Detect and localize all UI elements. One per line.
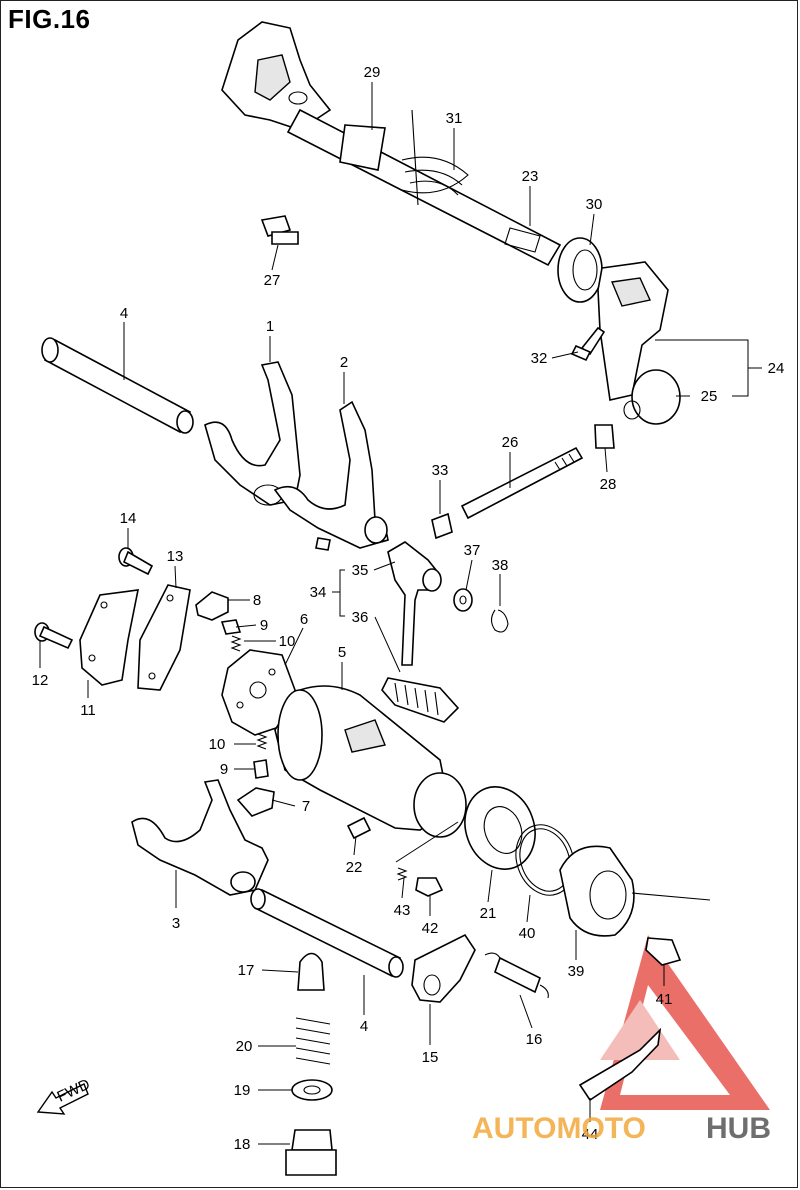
- stopper-8: [195, 591, 229, 621]
- cover-39: [559, 845, 711, 937]
- pin-9-upper: [220, 619, 242, 635]
- leader-lines: [39, 82, 762, 1145]
- plate-11: [79, 589, 140, 686]
- callout-17: 17: [238, 962, 255, 979]
- callout-12: 12: [32, 672, 49, 689]
- callout-41: 41: [656, 991, 673, 1008]
- shift-lever-34: [381, 541, 460, 723]
- plate-13: [137, 584, 191, 691]
- gearshift-shaft-assembly: [221, 21, 603, 303]
- shift-drum-5: [274, 685, 467, 838]
- pin-9-lower: [253, 759, 269, 779]
- callout-14: 14: [120, 510, 137, 527]
- callout-9-upper: 9: [260, 617, 268, 634]
- callout-24: 24: [768, 360, 785, 377]
- callout-29: 29: [364, 64, 381, 81]
- callout-19: 19: [234, 1082, 251, 1099]
- callout-3: 3: [172, 915, 180, 932]
- callout-2: 2: [340, 354, 348, 371]
- callout-26: 26: [502, 434, 519, 451]
- spring-43: [396, 867, 408, 881]
- shift-arm-assembly: [594, 261, 681, 449]
- callout-16: 16: [526, 1031, 543, 1048]
- callout-27: 27: [264, 272, 281, 289]
- shift-fork-2: [273, 400, 389, 551]
- o-ring-40: [515, 824, 575, 896]
- callout-11: 11: [80, 702, 96, 719]
- callout-23: 23: [522, 168, 539, 185]
- callout-40: 40: [519, 925, 536, 942]
- callout-9-lower: 9: [220, 761, 228, 778]
- callout-4-lower: 4: [360, 1018, 368, 1035]
- plug-18: [285, 1129, 337, 1176]
- spring-16: [484, 952, 549, 999]
- shift-fork-3: [131, 779, 269, 896]
- spring-10-upper: [230, 635, 242, 652]
- watermark-logo: [600, 935, 770, 1110]
- callout-33: 33: [432, 462, 449, 479]
- callout-32: 32: [531, 350, 548, 367]
- callout-39: 39: [568, 963, 585, 980]
- callout-5: 5: [338, 644, 346, 661]
- pin-22: [346, 816, 372, 840]
- callout-4-upper: 4: [120, 305, 128, 322]
- callout-18: 18: [234, 1136, 251, 1153]
- plate-7: [236, 787, 275, 817]
- callout-37: 37: [464, 542, 481, 559]
- washer-19: [291, 1079, 333, 1101]
- spring-20: [295, 1017, 331, 1065]
- callout-15: 15: [422, 1049, 439, 1066]
- bolt-41: [645, 937, 682, 966]
- shaft-26: [460, 446, 584, 520]
- fwd-arrow-icon: [36, 1083, 89, 1115]
- callout-34: 34: [310, 584, 327, 601]
- figure-title: FIG.16: [8, 4, 91, 34]
- plug-17: [297, 952, 325, 991]
- bolt-32: [570, 326, 606, 362]
- callout-10-upper: 10: [279, 633, 296, 650]
- callout-43: 43: [394, 902, 411, 919]
- watermark-text-2: HUB: [706, 1112, 771, 1145]
- callout-22: 22: [346, 859, 363, 876]
- callout-13: 13: [167, 548, 184, 565]
- callout-6: 6: [300, 611, 308, 628]
- callout-31: 31: [446, 110, 463, 127]
- fork-shaft-upper: [41, 337, 194, 434]
- callout-42: 42: [422, 920, 439, 937]
- callout-7: 7: [302, 798, 310, 815]
- callout-1: 1: [266, 318, 274, 335]
- callout-30: 30: [586, 196, 603, 213]
- callout-35: 35: [352, 562, 369, 579]
- callout-38: 38: [492, 557, 509, 574]
- callout-25: 25: [701, 388, 718, 405]
- bolt-14: [118, 547, 154, 576]
- callout-labels: 29 31 23 30 27 4 1 2 32 24 25 26 33 28 1…: [32, 64, 785, 1153]
- fork-shaft-lower: [250, 888, 404, 978]
- callout-44: 44: [582, 1126, 599, 1143]
- callout-28: 28: [600, 476, 617, 493]
- pin-42: [415, 877, 444, 897]
- gasket-21: [464, 786, 536, 870]
- callout-8: 8: [253, 592, 261, 609]
- shift-fork-1: [204, 361, 301, 506]
- bolt-27: [260, 215, 299, 245]
- callout-36: 36: [352, 609, 369, 626]
- washer-37: [453, 588, 473, 612]
- callout-20: 20: [236, 1038, 253, 1055]
- collar-33: [431, 512, 453, 540]
- callout-21: 21: [480, 905, 497, 922]
- bolt-12: [34, 622, 74, 650]
- lever-15: [411, 933, 476, 1003]
- watermark-text-1: AUTOMOTO: [472, 1112, 646, 1145]
- circlip-38: [490, 609, 509, 633]
- callout-10-lower: 10: [209, 736, 226, 753]
- spring-10-lower: [256, 733, 268, 750]
